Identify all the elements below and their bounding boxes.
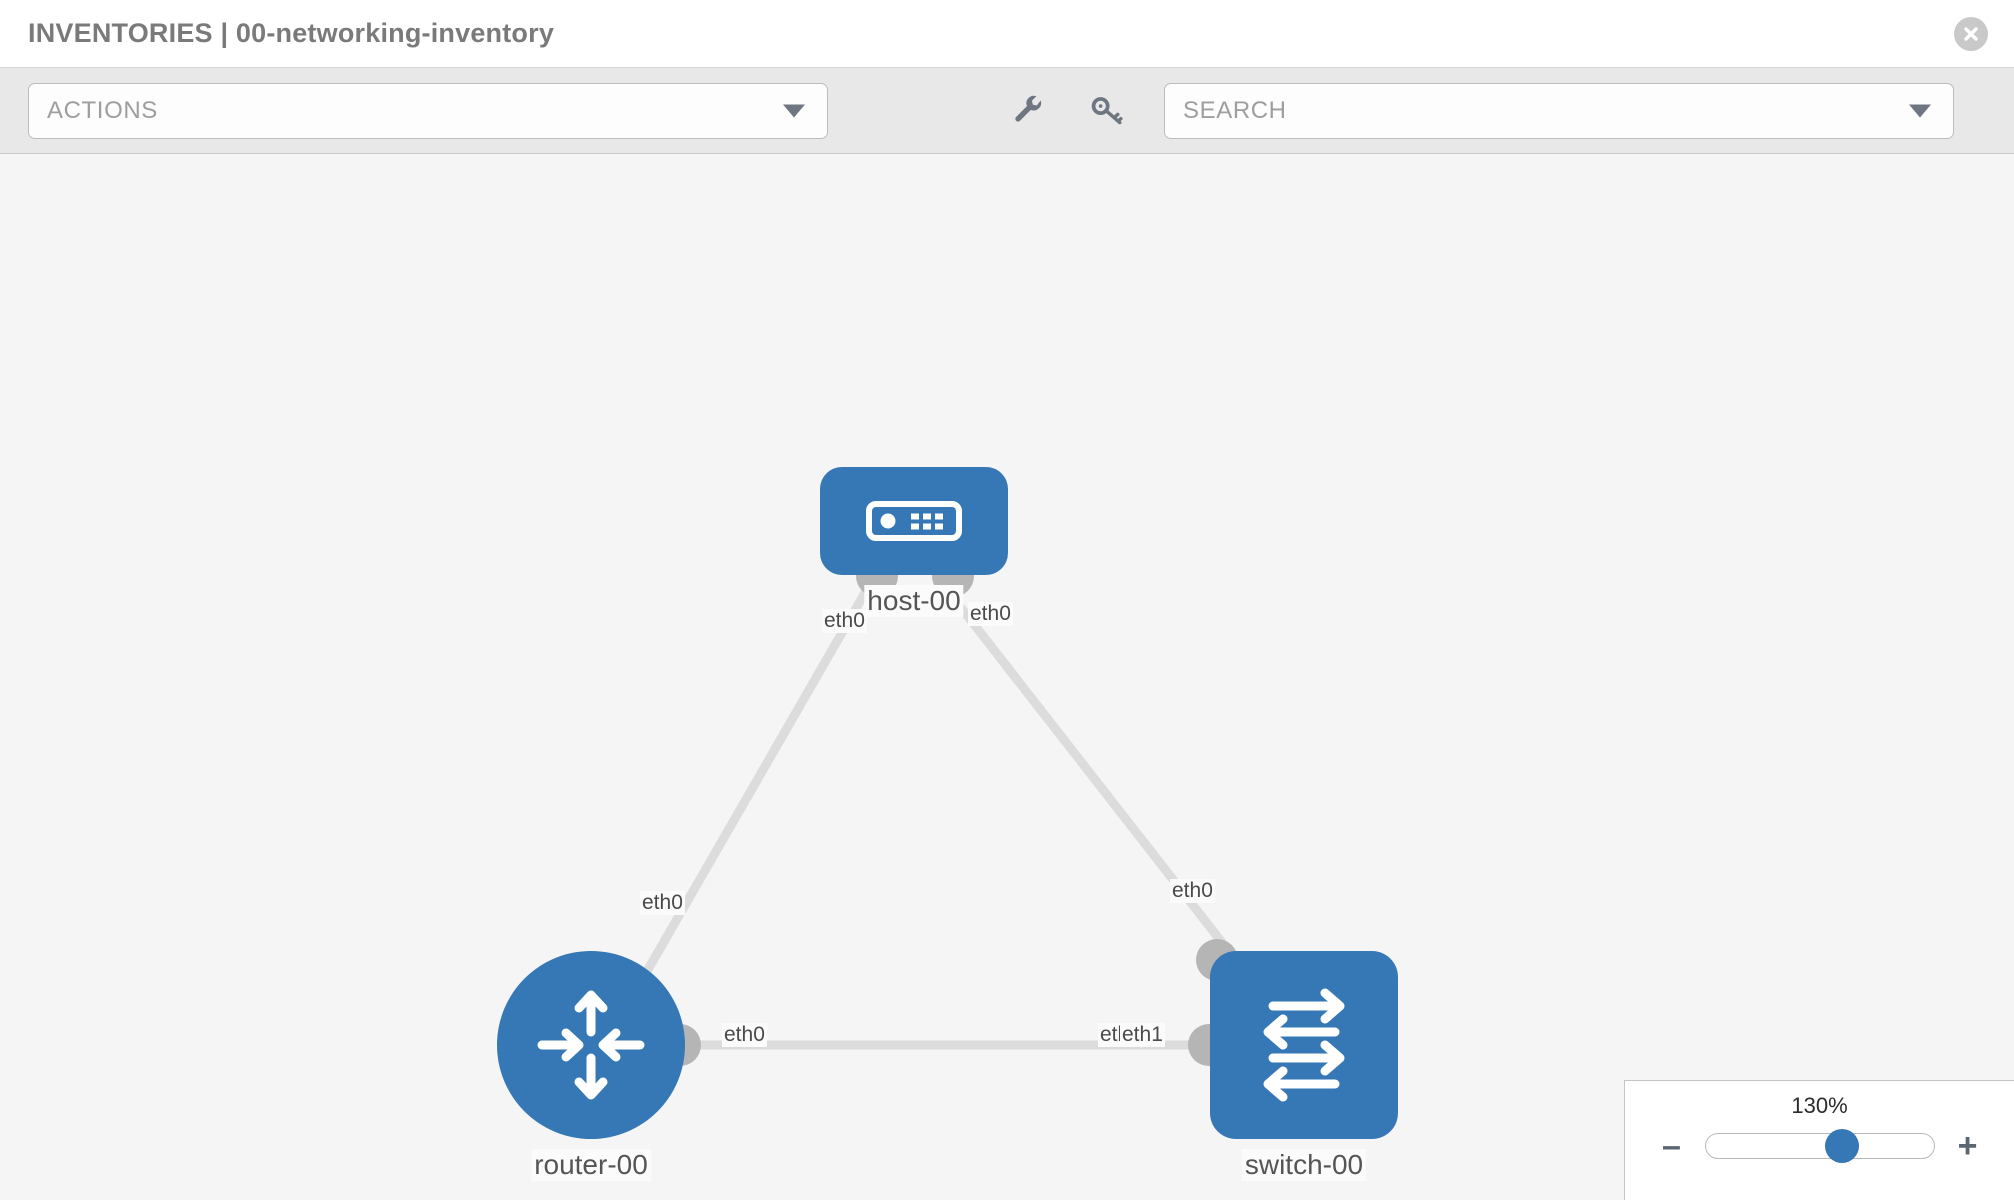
close-glyph: [1964, 26, 1978, 41]
node-switch-00[interactable]: switch-00: [1188, 939, 1398, 1181]
zoom-out-button[interactable]: –: [1662, 1127, 1681, 1165]
node-router-00[interactable]: router-00: [497, 951, 701, 1181]
zoom-in-button[interactable]: +: [1957, 1127, 1978, 1165]
link-host00-router00[interactable]: [627, 588, 870, 1002]
zoom-slider[interactable]: [1704, 1129, 1935, 1163]
switch-icon: [1263, 988, 1345, 1102]
close-icon[interactable]: [1954, 16, 1988, 51]
iface-label-switch-router-eth1: eth1: [1120, 1023, 1165, 1047]
actions-dropdown-label: ACTIONS: [47, 96, 158, 124]
topology-canvas[interactable]: host-00: [0, 154, 2014, 1200]
zoom-level-value: 130%: [1791, 1093, 1848, 1118]
search-chevron-down-icon[interactable]: [1909, 104, 1931, 117]
iface-label-switch-host: eth0: [1170, 879, 1215, 903]
toolbar-icons: [1008, 90, 1128, 132]
router-icon: [537, 990, 645, 1100]
node-host-00[interactable]: host-00: [820, 467, 1008, 617]
iface-label-host-switch: eth0: [968, 602, 1013, 626]
search-placeholder: SEARCH: [1183, 96, 1287, 124]
key-glyph: [1091, 96, 1123, 124]
zoom-control-panel: 130% – +: [1624, 1080, 2014, 1200]
page-title: INVENTORIES | 00-networking-inventory: [28, 18, 555, 48]
key-icon[interactable]: [1086, 90, 1128, 132]
topology-links: [627, 588, 1235, 1050]
wrench-glyph: [1015, 95, 1042, 122]
host-00-shape[interactable]: [820, 467, 1008, 575]
iface-label-router-switch: eth0: [722, 1023, 767, 1047]
iface-label-host-router: eth0: [822, 609, 867, 633]
search-input[interactable]: SEARCH: [1164, 82, 1954, 139]
server-icon: [866, 501, 962, 541]
router-00-shape[interactable]: [497, 951, 685, 1139]
switch-00-shape[interactable]: [1210, 951, 1398, 1139]
wrench-icon[interactable]: [1008, 90, 1050, 132]
router-00-label: router-00: [531, 1149, 651, 1181]
switch-00-label: switch-00: [1241, 1149, 1367, 1181]
zoom-slider-row: – +: [1625, 1129, 2014, 1163]
chevron-down-icon: [783, 104, 805, 117]
iface-label-router-host: eth0: [640, 891, 685, 915]
toolbar: ACTIONS SEARCH: [0, 68, 2014, 154]
actions-dropdown[interactable]: ACTIONS: [28, 82, 828, 139]
page-header: INVENTORIES | 00-networking-inventory: [0, 0, 2014, 68]
zoom-slider-handle[interactable]: [1825, 1129, 1860, 1163]
host-00-label: host-00: [864, 585, 964, 617]
